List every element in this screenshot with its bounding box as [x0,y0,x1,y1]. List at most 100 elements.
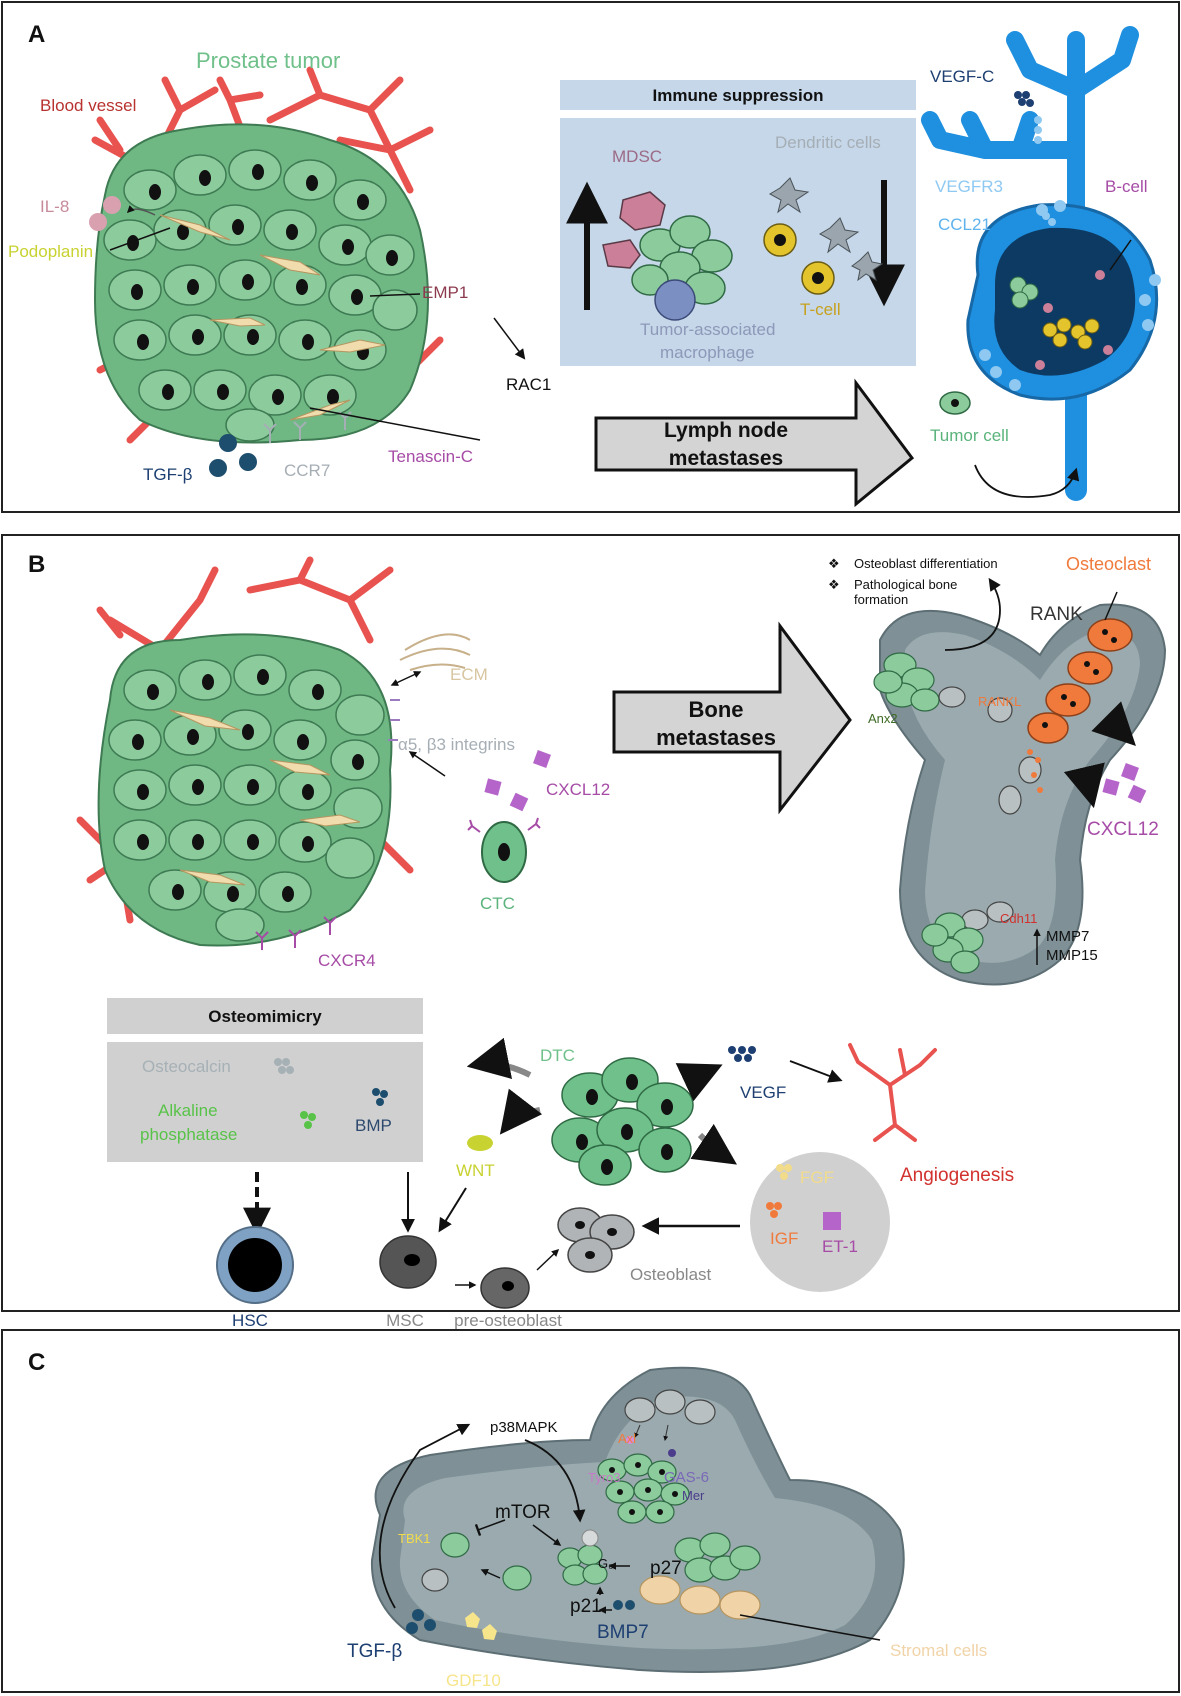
osteoclast-output-arrow-1 [1091,701,1136,746]
podoplanin-label: Podoplanin [8,242,93,261]
ctc-label: CTC [480,894,515,913]
cdh11-label: Cdh11 [1000,911,1037,926]
osteomimicry-header-box [107,998,423,1034]
preost-osteoblast-arrow [536,1248,560,1271]
alk-label-2: phosphatase [140,1125,237,1144]
mmp15-label: MMP15 [1046,947,1098,964]
bullet2-label-1: Pathological bone [854,577,957,592]
ecm-label: ECM [450,665,488,684]
dtc-growth-factors-arrow [690,1123,737,1165]
bcell-label: B-cell [1105,177,1148,196]
bone-marrow-c [399,1396,876,1650]
cxcl12-right-label: CXCL12 [1087,819,1159,840]
vegfr3-label: VEGFR3 [935,177,1003,196]
tumor-cell-entry-arrow [974,464,1080,498]
cxcr4-receptors [255,817,541,950]
tenascin-label: Tenascin-C [388,447,473,466]
osteoclast-label: Osteoclast [1066,554,1151,574]
p38-label: p38MAPK [490,1419,558,1436]
dendritic-label: Dendritic cells [775,133,881,152]
c-tgfb-label: TGF-β [347,1641,402,1662]
cxcl12-left-label: CXCL12 [546,780,610,799]
dtc-wnt-arrow [499,1088,543,1135]
dtc-osteomimicry-arrow [466,1037,532,1080]
lymph-node-cluster [1009,270,1113,370]
osteoclast-output-arrow-2 [1063,762,1105,809]
osteomimicry-label: Osteomimicry [208,1007,322,1026]
vegfr3-dots [1034,116,1056,226]
p38-g0-arrow [524,1439,586,1523]
bmp-label: BMP [355,1116,392,1135]
mtor-label: mTOR [495,1502,551,1523]
hsc-nucleus [228,1238,282,1292]
bone-arrow-line1: Bone [689,697,744,722]
vegf-label: VEGF [740,1083,786,1102]
tenascin-pointer [309,407,481,441]
b-cxcl12-left [484,750,551,812]
msc-label: MSC [386,1311,424,1330]
tgfb-label: TGF-β [143,465,193,484]
dendritic-cells [768,177,884,282]
gdf10-molecules [465,1612,497,1640]
panel-a: A [1,1,1180,513]
b-cxcl12-right [1102,763,1147,804]
mdsc-label: MDSC [612,147,662,166]
alk-molecules [300,1111,316,1129]
tcell-label: T-cell [800,300,841,319]
igf-molecules [766,1202,782,1218]
bullet2-symbol: ❖ [828,577,840,592]
igf-label: IGF [770,1229,798,1248]
fgf-label: FGF [800,1168,834,1187]
osteoblast-diff-arrow [944,577,1001,651]
growth-factor-circle [750,1152,890,1292]
bullet2-label-2: formation [854,592,908,607]
bcell-pointer [1109,239,1132,271]
vegf-molecules [728,1046,756,1062]
mtor-g0-arrow [532,1524,562,1546]
bmp7-label: BMP7 [597,1622,649,1643]
gdf10-label: GDF10 [446,1671,501,1690]
osteoblast-cells [557,1207,635,1273]
cell-tbk1-arrow [480,1569,501,1579]
lymph-arrow-line1: Lymph node [664,419,788,442]
lymph-arrow-line2: metastases [669,447,783,470]
bone-metastases-arrow [612,621,852,815]
p21-label: p21 [570,1596,602,1617]
bullet1-label: Osteoblast differentiation [854,556,998,571]
c-tumor-cluster-right [674,1532,761,1583]
c-gray-cell-left [421,1568,449,1592]
axl-label: Axl [618,1431,636,1446]
rac1-label: RAC1 [506,375,551,394]
immune-tumor-cluster [631,215,733,305]
bone-arrow-line2: metastases [656,725,776,750]
c-tgfb-molecules [406,1609,436,1634]
preost-label: pre-osteoblast [454,1311,562,1330]
osteoclast-cluster [1027,618,1133,744]
et1-label: ET-1 [822,1237,858,1256]
c-tbk1-cells [440,1532,532,1591]
bullet1-symbol: ❖ [828,556,840,571]
osteocalcin-label: Osteocalcin [142,1057,231,1076]
emp1-pointer [369,293,421,297]
panel-b: B [1,534,1180,1330]
angiogenesis-label: Angiogenesis [900,1165,1014,1186]
macrophage-cell [654,279,696,321]
tgfb-molecules [209,434,257,477]
panel-c: C [1,1329,1180,1693]
blood-vessel-label: Blood vessel [40,96,136,115]
prostate-tumor-mass [93,123,429,444]
alk-label-1: Alkaline [158,1101,218,1120]
vegfc-molecules [1014,91,1034,107]
dtc-cluster [551,1057,694,1186]
g0-label: G₀ [598,1556,614,1571]
tam-receptor-arrows [634,1424,669,1441]
ccr7-label: CCR7 [284,461,330,480]
ecm-integrin-arrow [390,671,422,686]
ecm-fibers [399,633,471,671]
dormant-halo [581,1529,599,1547]
fgf-molecules [776,1164,792,1180]
immune-header-box [560,80,916,110]
panel-c-letter: C [28,1349,45,1376]
c-gray-cells-top [624,1389,716,1425]
il8-secretion-arrow [126,205,156,216]
